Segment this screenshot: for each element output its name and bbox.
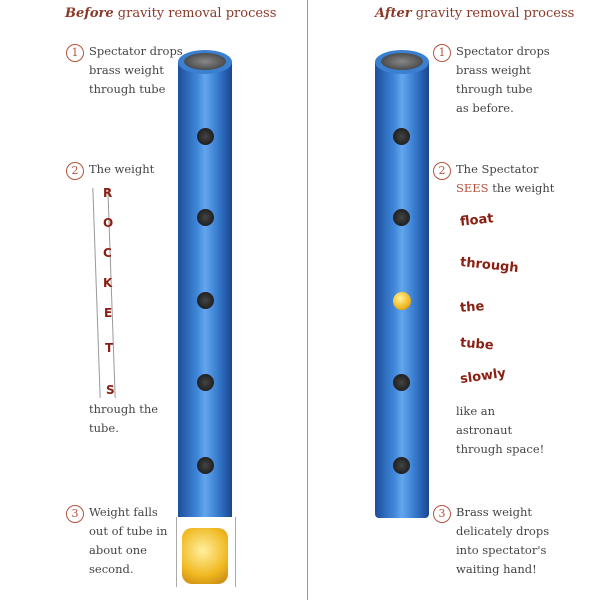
rockets-letter: C (103, 246, 112, 260)
step-text: The weight (89, 162, 155, 176)
rockets-letter: S (106, 383, 115, 397)
step-number: 3 (433, 505, 451, 523)
tube-opening (178, 50, 232, 74)
floating-brass-weight (393, 292, 411, 310)
tube-hole (197, 374, 214, 391)
tube-opening (375, 50, 429, 74)
tube-hole (393, 128, 410, 145)
rockets-letter: O (103, 216, 114, 230)
tube-hole (393, 457, 410, 474)
float-word: float (459, 211, 495, 230)
float-word: tube (459, 335, 495, 354)
step-number: 2 (433, 162, 451, 180)
tube-hole (197, 209, 214, 226)
divider (307, 0, 308, 600)
after-title: After gravity removal process (375, 6, 575, 21)
step-number: 1 (66, 44, 84, 62)
step-number: 3 (66, 505, 84, 523)
tube-hole (197, 292, 214, 309)
float-word: slowly (459, 365, 507, 388)
rockets-letter: K (103, 276, 113, 290)
rockets-letter: R (103, 186, 113, 200)
tube-hole (393, 374, 410, 391)
falling-brass-weight (182, 528, 228, 584)
step-number: 1 (433, 44, 451, 62)
float-word: the (459, 299, 485, 316)
tube-hole (197, 457, 214, 474)
rockets-letter: E (104, 306, 113, 320)
tube-hole (197, 128, 214, 145)
tube-hole (393, 209, 410, 226)
step-number: 2 (66, 162, 84, 180)
before-title: Before gravity removal process (65, 6, 277, 21)
float-word: through (459, 254, 520, 277)
rockets-letter: T (105, 341, 114, 355)
motion-lines (176, 517, 236, 587)
